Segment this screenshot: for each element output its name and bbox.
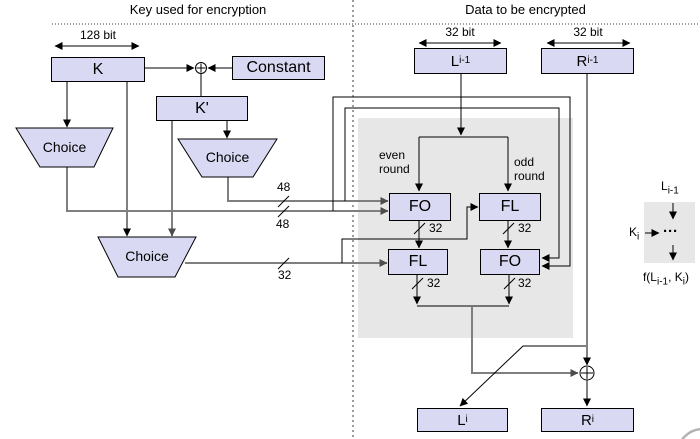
choice3-shape <box>97 236 197 278</box>
mini-dots: ··· <box>663 223 678 240</box>
mini-output-label: f(Li-1, Ki) <box>642 270 690 288</box>
fl-top-box: FL <box>479 193 541 221</box>
label-odd-round: odd round <box>514 155 545 183</box>
riser-48-inner <box>344 107 560 262</box>
k-box: K <box>51 57 145 82</box>
fl-bottom-box: FL <box>388 249 448 275</box>
decorative-arc <box>680 427 700 439</box>
choice2-label: Choice <box>205 149 250 165</box>
mini-l-input-label: Li-1 <box>661 179 679 197</box>
riser-48-outer <box>332 96 571 270</box>
choice3-label: Choice <box>125 248 169 264</box>
k-prime-box: K' <box>156 96 248 121</box>
bus-slash-ticks <box>277 195 516 290</box>
round-function-panel <box>358 118 573 338</box>
choice1-label: Choice <box>42 139 87 155</box>
label-bus48-upper: 48 <box>277 180 291 194</box>
label-32-fo-bottom: 32 <box>518 276 532 290</box>
choice2-shape <box>177 138 278 178</box>
label-128bit: 128 bit <box>79 28 117 42</box>
label-even-round: even round <box>379 148 410 176</box>
label-32bit-right: 32 bit <box>573 25 603 39</box>
constant-box: Constant <box>232 56 325 80</box>
wire-join-to-xor <box>471 306 579 377</box>
mini-key-label: Ki <box>629 225 640 243</box>
label-32-fo-top: 32 <box>429 221 443 235</box>
choice1-shape <box>15 127 114 168</box>
bus-choice2-48 <box>227 177 389 205</box>
label-bus48-lower: 48 <box>276 217 290 231</box>
xor-data-icon <box>579 365 595 381</box>
bus-choice1-48 <box>66 167 389 215</box>
label-32-fl-bottom: 32 <box>427 276 441 290</box>
label-32bit-left: 32 bit <box>445 25 475 39</box>
label-bus32-key: 32 <box>278 268 292 282</box>
label-32-fl-top: 32 <box>518 221 532 235</box>
title-data-section: Data to be encrypted <box>465 2 586 17</box>
title-key-section: Key used for encryption <box>129 2 267 17</box>
fo-top-box: FO <box>389 193 451 221</box>
fo-bottom-box: FO <box>480 249 540 275</box>
riser-32-to-fl-top <box>341 203 479 263</box>
wire-swap-diagonal <box>459 345 524 407</box>
xor-key-icon <box>195 62 207 74</box>
